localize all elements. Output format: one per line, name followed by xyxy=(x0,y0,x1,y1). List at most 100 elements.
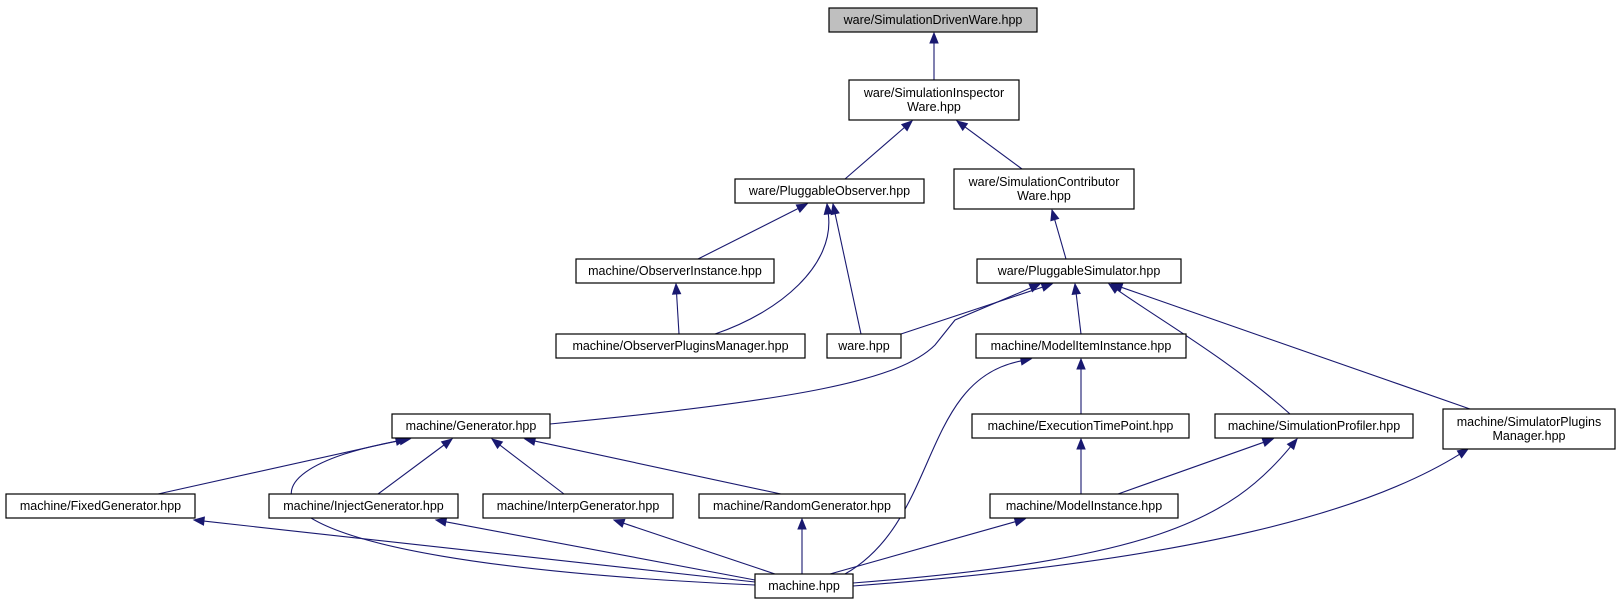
edge-line xyxy=(1075,293,1082,335)
node-label: machine/ExecutionTimePoint.hpp xyxy=(988,419,1174,433)
edge-model-instance-to-simulation-profiler xyxy=(1117,438,1275,495)
edge-line xyxy=(852,453,1460,587)
edge-generator-to-pluggable-simulator xyxy=(549,283,1042,425)
edge-line xyxy=(844,360,1022,575)
node-fixed-generator[interactable]: machine/FixedGenerator.hpp xyxy=(5,493,196,519)
edge-simulator-plugins-manager-to-pluggable-simulator xyxy=(1110,282,1471,410)
node-simulation-profiler[interactable]: machine/SimulationProfiler.hpp xyxy=(1214,413,1414,439)
edge-line xyxy=(623,522,776,575)
edge-line xyxy=(549,287,1032,425)
node-box xyxy=(482,493,674,519)
arrowhead-icon xyxy=(192,516,205,526)
node-pluggable-observer[interactable]: ware/PluggableObserver.hpp xyxy=(734,178,925,204)
edge-sim-contributor-to-sim-inspector xyxy=(955,120,1023,170)
edge-machine-to-simulation-profiler xyxy=(852,437,1298,584)
edge-line xyxy=(697,208,799,260)
arrowhead-icon xyxy=(490,438,504,450)
edge-execution-time-point-to-model-item-instance xyxy=(1076,357,1086,414)
node-label: machine/ModelInstance.hpp xyxy=(1006,499,1162,513)
arrowhead-icon xyxy=(1040,282,1054,292)
edge-line xyxy=(1116,289,1291,415)
edge-interp-generator-to-generator xyxy=(490,438,565,495)
node-box xyxy=(953,168,1135,210)
arrowhead-icon xyxy=(1028,283,1042,293)
node-box xyxy=(1214,413,1414,439)
edge-machine-to-model-item-instance xyxy=(844,356,1033,575)
edge-pluggable-observer-to-sim-inspector xyxy=(844,120,914,180)
node-label: ware.hpp xyxy=(837,339,889,353)
node-box xyxy=(971,413,1190,439)
node-root[interactable]: ware/SimulationDrivenWare.hpp xyxy=(828,7,1038,33)
arrowhead-icon xyxy=(612,518,626,528)
node-model-item-instance[interactable]: machine/ModelItemInstance.hpp xyxy=(975,333,1187,359)
edge-machine-to-fixed-generator xyxy=(192,516,756,583)
arrowhead-icon xyxy=(1261,438,1275,447)
edge-observer-plugins-manager-to-observer-instance xyxy=(671,282,682,335)
node-label: ware/SimulationContributor xyxy=(968,175,1120,189)
node-label: ware/PluggableSimulator.hpp xyxy=(997,264,1161,278)
node-label: machine/InterpGenerator.hpp xyxy=(497,499,660,513)
edge-line xyxy=(844,127,905,180)
edge-pluggable-simulator-to-sim-contributor xyxy=(1050,208,1067,260)
node-label: Ware.hpp xyxy=(1017,189,1071,203)
node-label: machine/FixedGenerator.hpp xyxy=(20,499,181,513)
edge-line xyxy=(829,521,1016,575)
node-label: machine/InjectGenerator.hpp xyxy=(283,499,444,513)
edge-observer-plugins-manager-to-pluggable-observer xyxy=(714,202,834,335)
arrowhead-icon xyxy=(795,203,809,213)
node-box xyxy=(575,258,775,284)
node-label: ware/PluggableObserver.hpp xyxy=(748,184,910,198)
node-box xyxy=(698,493,906,519)
node-label: machine/ModelItemInstance.hpp xyxy=(991,339,1172,353)
node-box xyxy=(976,258,1182,284)
node-label: Ware.hpp xyxy=(907,100,961,114)
arrowhead-icon xyxy=(671,282,682,295)
node-box xyxy=(848,79,1020,121)
node-generator[interactable]: machine/Generator.hpp xyxy=(391,413,551,439)
node-model-instance[interactable]: machine/ModelInstance.hpp xyxy=(989,493,1179,519)
edge-line xyxy=(203,520,756,583)
node-box xyxy=(989,493,1179,519)
node-label: ware/SimulationDrivenWare.hpp xyxy=(843,13,1023,27)
arrowhead-icon xyxy=(1071,282,1081,295)
arrowhead-icon xyxy=(1050,208,1060,222)
node-execution-time-point[interactable]: machine/ExecutionTimePoint.hpp xyxy=(971,413,1190,439)
node-box xyxy=(268,493,459,519)
node-random-generator[interactable]: machine/RandomGenerator.hpp xyxy=(698,493,906,519)
arrowhead-icon xyxy=(797,517,807,530)
arrowhead-icon xyxy=(434,517,448,527)
edge-line xyxy=(377,444,445,495)
edge-observer-instance-to-pluggable-observer xyxy=(697,203,809,260)
edge-line xyxy=(499,444,565,495)
arrowhead-icon xyxy=(1110,282,1124,292)
node-interp-generator[interactable]: machine/InterpGenerator.hpp xyxy=(482,493,674,519)
node-ware[interactable]: ware.hpp xyxy=(826,333,902,359)
edge-line xyxy=(834,213,862,335)
arrowhead-icon xyxy=(955,120,969,132)
nodes-layer: ware/SimulationDrivenWare.hpp ware/Simula… xyxy=(5,7,1616,599)
node-observer-plugins-manager[interactable]: machine/ObserverPluginsManager.hpp xyxy=(555,333,806,359)
arrowhead-icon xyxy=(823,202,834,215)
edge-machine-to-random-generator xyxy=(797,517,807,574)
node-inject-generator[interactable]: machine/InjectGenerator.hpp xyxy=(268,493,459,519)
arrowhead-icon xyxy=(830,202,840,216)
arrowhead-icon xyxy=(1286,437,1298,451)
node-label: machine/ObserverInstance.hpp xyxy=(588,264,762,278)
node-machine[interactable]: machine.hpp xyxy=(754,573,854,599)
node-box xyxy=(1442,408,1616,450)
edge-random-generator-to-generator xyxy=(523,436,782,495)
edge-machine-to-model-instance xyxy=(829,517,1027,575)
node-label: machine/Generator.hpp xyxy=(406,419,537,433)
edge-ware-to-pluggable-simulator xyxy=(900,282,1054,335)
node-pluggable-simulator[interactable]: ware/PluggableSimulator.hpp xyxy=(976,258,1182,284)
arrowhead-icon xyxy=(440,438,454,450)
edge-machine-to-interp-generator xyxy=(612,518,776,575)
arrowhead-icon xyxy=(1076,357,1086,370)
edge-line xyxy=(676,293,680,335)
node-observer-instance[interactable]: machine/ObserverInstance.hpp xyxy=(575,258,775,284)
edge-ware-to-pluggable-observer xyxy=(830,202,862,335)
edge-model-item-instance-to-pluggable-simulator xyxy=(1071,282,1082,335)
